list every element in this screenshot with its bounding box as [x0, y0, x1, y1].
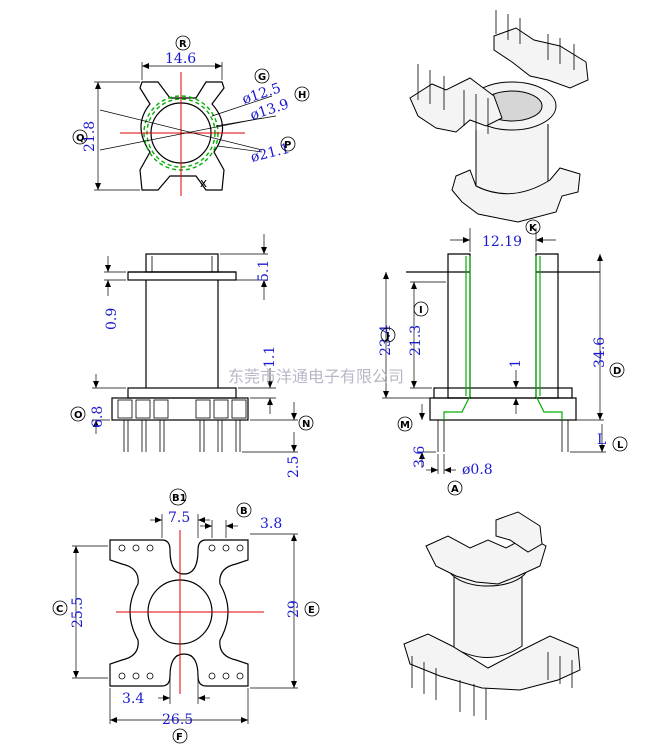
svg-text:D: D — [613, 366, 621, 377]
svg-text:F: F — [176, 732, 183, 743]
svg-text:M: M — [400, 420, 410, 431]
top-view: 14.6 21.8 ø12.5 ø13.9 ø21.1 x R Q G H P — [72, 35, 310, 196]
isometric-view-bottom — [403, 511, 581, 720]
bottom-dim-pitch: 7.5 — [168, 510, 190, 526]
section-dim-pin-dia: ø0.8 — [462, 462, 493, 478]
side-dim-flange: 0.9 — [104, 308, 120, 330]
svg-text:G: G — [258, 72, 266, 83]
svg-text:R: R — [179, 39, 187, 50]
svg-text:E: E — [308, 605, 315, 616]
side-dim-top: 5.1 — [256, 260, 272, 282]
label-c: C — [52, 600, 68, 616]
side-dim-pin: 2.5 — [286, 456, 302, 478]
label-j: J — [380, 327, 396, 343]
label-b: B — [236, 502, 252, 518]
company-watermark: 东莞市洋通电子有限公司 — [228, 367, 404, 386]
label-b1: B1 — [169, 488, 187, 506]
svg-text:P: P — [284, 140, 291, 151]
svg-text:O: O — [74, 410, 83, 421]
bottom-dim-offset: 3.8 — [260, 516, 282, 532]
svg-text:J: J — [385, 331, 390, 342]
bottom-view: 7.5 3.8 25.5 29 3.4 26.5 B1 B C E F — [52, 488, 320, 744]
section-dim-inner-width: 12.19 — [482, 234, 522, 250]
x-mark: x — [200, 176, 207, 190]
side-dim-base: 6.8 — [90, 406, 106, 428]
bottom-view-outline — [109, 539, 249, 687]
section-dim-pin-len: 3.6 — [412, 446, 428, 468]
svg-text:B1: B1 — [172, 493, 187, 504]
side-dim-step: 1.1 — [262, 346, 278, 368]
label-h: H — [294, 86, 310, 102]
bottom-dim-height: 25.5 — [70, 597, 86, 628]
label-g: G — [254, 68, 270, 84]
section-dim-winding: 23.4 — [378, 325, 394, 356]
top-width-dim: 14.6 — [165, 51, 196, 67]
label-o: O — [70, 406, 86, 422]
section-view: 12.19 23.4 21.3 34.6 1 3.6 ø0.8 L K I — [378, 219, 628, 496]
section-dim-total: 34.6 — [592, 337, 608, 368]
svg-text:L: L — [617, 440, 624, 451]
label-a: A — [447, 480, 463, 496]
label-f: F — [172, 728, 188, 744]
label-q: Q — [72, 129, 88, 145]
top-view-outline — [139, 81, 225, 191]
svg-text:B: B — [240, 506, 248, 517]
bottom-dim-slot: 3.4 — [122, 691, 144, 707]
label-n: N — [298, 415, 314, 431]
section-dim-base-step: 1 — [508, 359, 524, 368]
label-p: P — [280, 136, 296, 152]
bottom-dim-total-height: 29 — [286, 600, 302, 618]
label-r: R — [175, 35, 191, 51]
svg-text:K: K — [529, 223, 538, 234]
svg-text:N: N — [302, 419, 310, 430]
section-dim-l: L — [597, 432, 606, 448]
side-view: 5.1 0.9 1.1 6.8 2.5 O N — [70, 234, 314, 478]
section-dim-window: 21.3 — [408, 325, 424, 356]
bottom-dim-width: 26.5 — [162, 712, 193, 728]
svg-text:A: A — [451, 484, 459, 495]
top-height-dim: 21.8 — [82, 121, 98, 152]
label-k: K — [525, 219, 541, 235]
label-d: D — [609, 362, 625, 378]
label-e: E — [304, 601, 320, 617]
svg-text:Q: Q — [76, 133, 85, 144]
svg-text:C: C — [56, 604, 63, 615]
svg-text:H: H — [298, 90, 306, 101]
label-l: L — [612, 436, 628, 452]
label-m: M — [397, 416, 413, 432]
label-i: I — [413, 301, 429, 317]
isometric-view-top — [409, 10, 589, 223]
svg-text:I: I — [419, 305, 423, 316]
